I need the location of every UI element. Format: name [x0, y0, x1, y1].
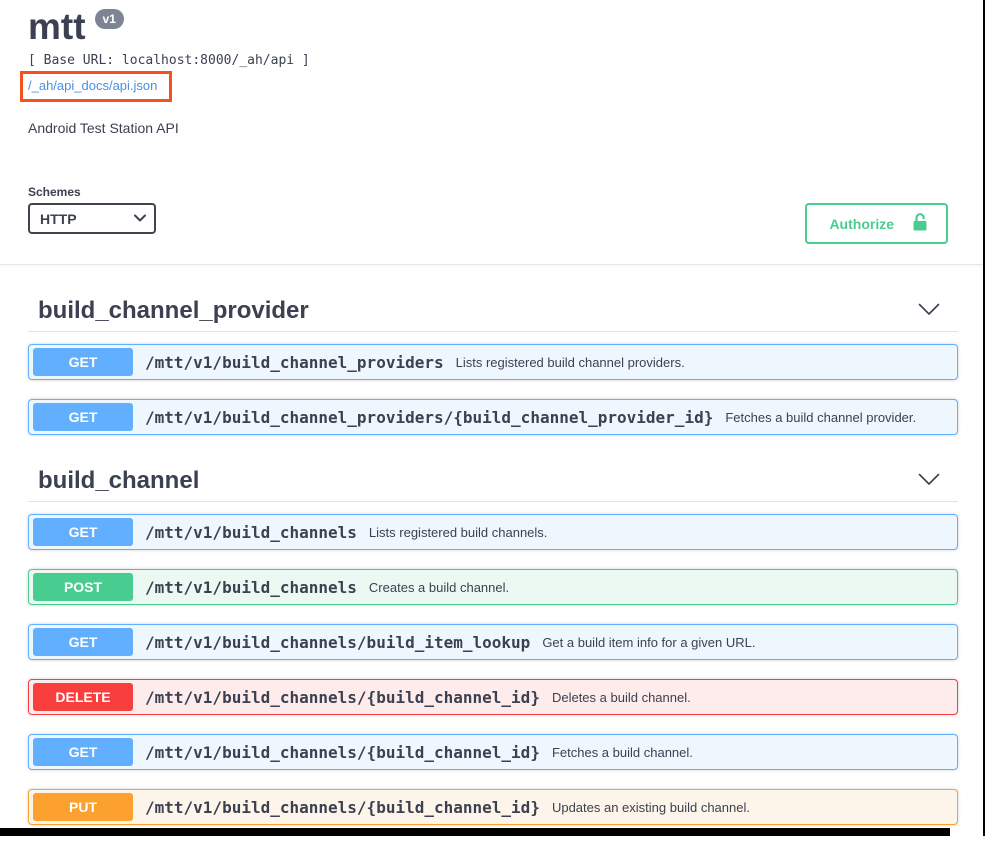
http-method-badge: GET	[33, 348, 133, 376]
operation-row[interactable]: POST /mtt/v1/build_channels Creates a bu…	[28, 569, 958, 605]
operation-summary: Lists registered build channel providers…	[455, 354, 685, 370]
operation-summary: Updates an existing build channel.	[551, 799, 750, 815]
http-method-badge: POST	[33, 573, 133, 601]
unlock-icon	[910, 212, 930, 235]
operation-path: /mtt/v1/build_channels	[145, 577, 357, 597]
operation-summary: Deletes a build channel.	[551, 689, 691, 705]
base-url: [ Base URL: localhost:8000/_ah/api ]	[28, 52, 310, 68]
scheme-container: Schemes HTTP Authorize	[28, 185, 958, 247]
section-header[interactable]: build_channel_provider	[28, 284, 958, 332]
http-method-badge: GET	[33, 628, 133, 656]
operation-path: /mtt/v1/build_channels/{build_channel_id…	[145, 742, 540, 762]
sections: build_channel_provider GET /mtt/v1/build…	[28, 284, 958, 844]
api-info: mtt v1 [ Base URL: localhost:8000/_ah/ap…	[20, 6, 310, 136]
title-row: mtt v1	[28, 6, 310, 47]
operation-summary: Fetches a build channel.	[551, 744, 693, 760]
api-section: build_channel_provider GET /mtt/v1/build…	[28, 284, 958, 435]
operation-summary: Get a build item info for a given URL.	[542, 634, 756, 650]
operation-row[interactable]: GET /mtt/v1/build_channels/{build_channe…	[28, 734, 958, 770]
operation-path: /mtt/v1/build_channels	[145, 522, 357, 542]
http-method-badge: GET	[33, 518, 133, 546]
authorize-button[interactable]: Authorize	[805, 203, 948, 244]
scheme-divider	[0, 264, 983, 265]
section-title: build_channel_provider	[38, 296, 309, 324]
http-method-badge: PUT	[33, 793, 133, 821]
scheme-select[interactable]: HTTP	[28, 203, 156, 234]
operation-summary: Lists registered build channels.	[368, 524, 548, 540]
section-title: build_channel	[38, 466, 200, 494]
operation-summary: Creates a build channel.	[368, 579, 510, 595]
api-section: build_channel GET /mtt/v1/build_channels…	[28, 454, 958, 825]
operation-path: /mtt/v1/build_channels/{build_channel_id…	[145, 687, 540, 707]
operation-path: /mtt/v1/build_channel_providers/{build_c…	[145, 407, 714, 427]
chevron-down-icon[interactable]	[906, 303, 952, 319]
http-method-badge: GET	[33, 403, 133, 431]
operation-row[interactable]: GET /mtt/v1/build_channels/build_item_lo…	[28, 624, 958, 660]
schemes-label: Schemes	[28, 185, 81, 199]
operation-path: /mtt/v1/build_channels/{build_channel_id…	[145, 797, 540, 817]
spec-json-link[interactable]: /_ah/api_docs/api.json	[28, 77, 158, 93]
section-header[interactable]: build_channel	[28, 454, 958, 502]
operation-path: /mtt/v1/build_channels/build_item_lookup	[145, 632, 531, 652]
operations-list: GET /mtt/v1/build_channel_providers List…	[28, 344, 958, 435]
operation-path: /mtt/v1/build_channel_providers	[145, 352, 444, 372]
scheme-select-wrap: HTTP	[28, 203, 156, 234]
api-title: mtt	[28, 6, 86, 47]
operation-row[interactable]: DELETE /mtt/v1/build_channels/{build_cha…	[28, 679, 958, 715]
version-badge: v1	[94, 9, 124, 29]
operation-row[interactable]: GET /mtt/v1/build_channel_providers List…	[28, 344, 958, 380]
operation-row[interactable]: GET /mtt/v1/build_channels Lists registe…	[28, 514, 958, 550]
chevron-down-icon[interactable]	[906, 473, 952, 489]
screenshot-border-bottom	[0, 828, 950, 836]
http-method-badge: DELETE	[33, 683, 133, 711]
authorize-label: Authorize	[829, 215, 894, 232]
screenshot-border-right	[983, 0, 985, 836]
http-method-badge: GET	[33, 738, 133, 766]
operation-row[interactable]: PUT /mtt/v1/build_channels/{build_channe…	[28, 789, 958, 825]
operation-summary: Fetches a build channel provider.	[725, 409, 917, 425]
api-description: Android Test Station API	[28, 119, 179, 136]
operations-list: GET /mtt/v1/build_channels Lists registe…	[28, 514, 958, 825]
operation-row[interactable]: GET /mtt/v1/build_channel_providers/{bui…	[28, 399, 958, 435]
annotation-highlight-box: /_ah/api_docs/api.json	[20, 70, 173, 102]
